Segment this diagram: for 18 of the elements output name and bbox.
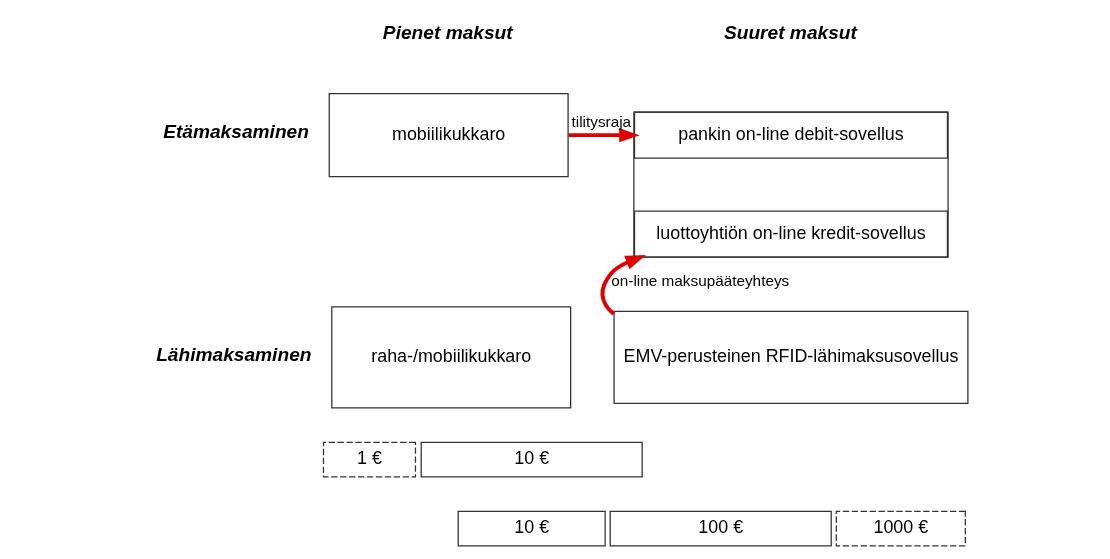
node-box: 1 € (322, 441, 417, 478)
node-box: 10 € (420, 441, 643, 478)
node-box: luottoyhtiön on-line kredit-sovellus (633, 210, 949, 258)
node-box: 100 € (609, 510, 832, 547)
label: Etämaksaminen (163, 121, 309, 143)
label: Lähimaksaminen (156, 343, 312, 365)
arrow (600, 255, 646, 316)
edge-label: tilitysraja (571, 112, 632, 130)
arrow (568, 128, 640, 143)
node-box: pankin on-line debit-sovellus (633, 111, 949, 159)
label: Suuret maksut (723, 22, 857, 44)
node-box: 1000 € (835, 510, 966, 547)
label: Pienet maksut (382, 22, 513, 44)
node-box: 10 € (457, 510, 606, 547)
node-box: mobiilikukkaro (328, 93, 569, 178)
node-box: raha-/mobiilikukkaro (331, 306, 572, 409)
node-box: EMV-perusteinen RFID-lähimaksusovellus (613, 310, 969, 405)
edge-label: on-line maksupääteyhteys (611, 272, 790, 290)
